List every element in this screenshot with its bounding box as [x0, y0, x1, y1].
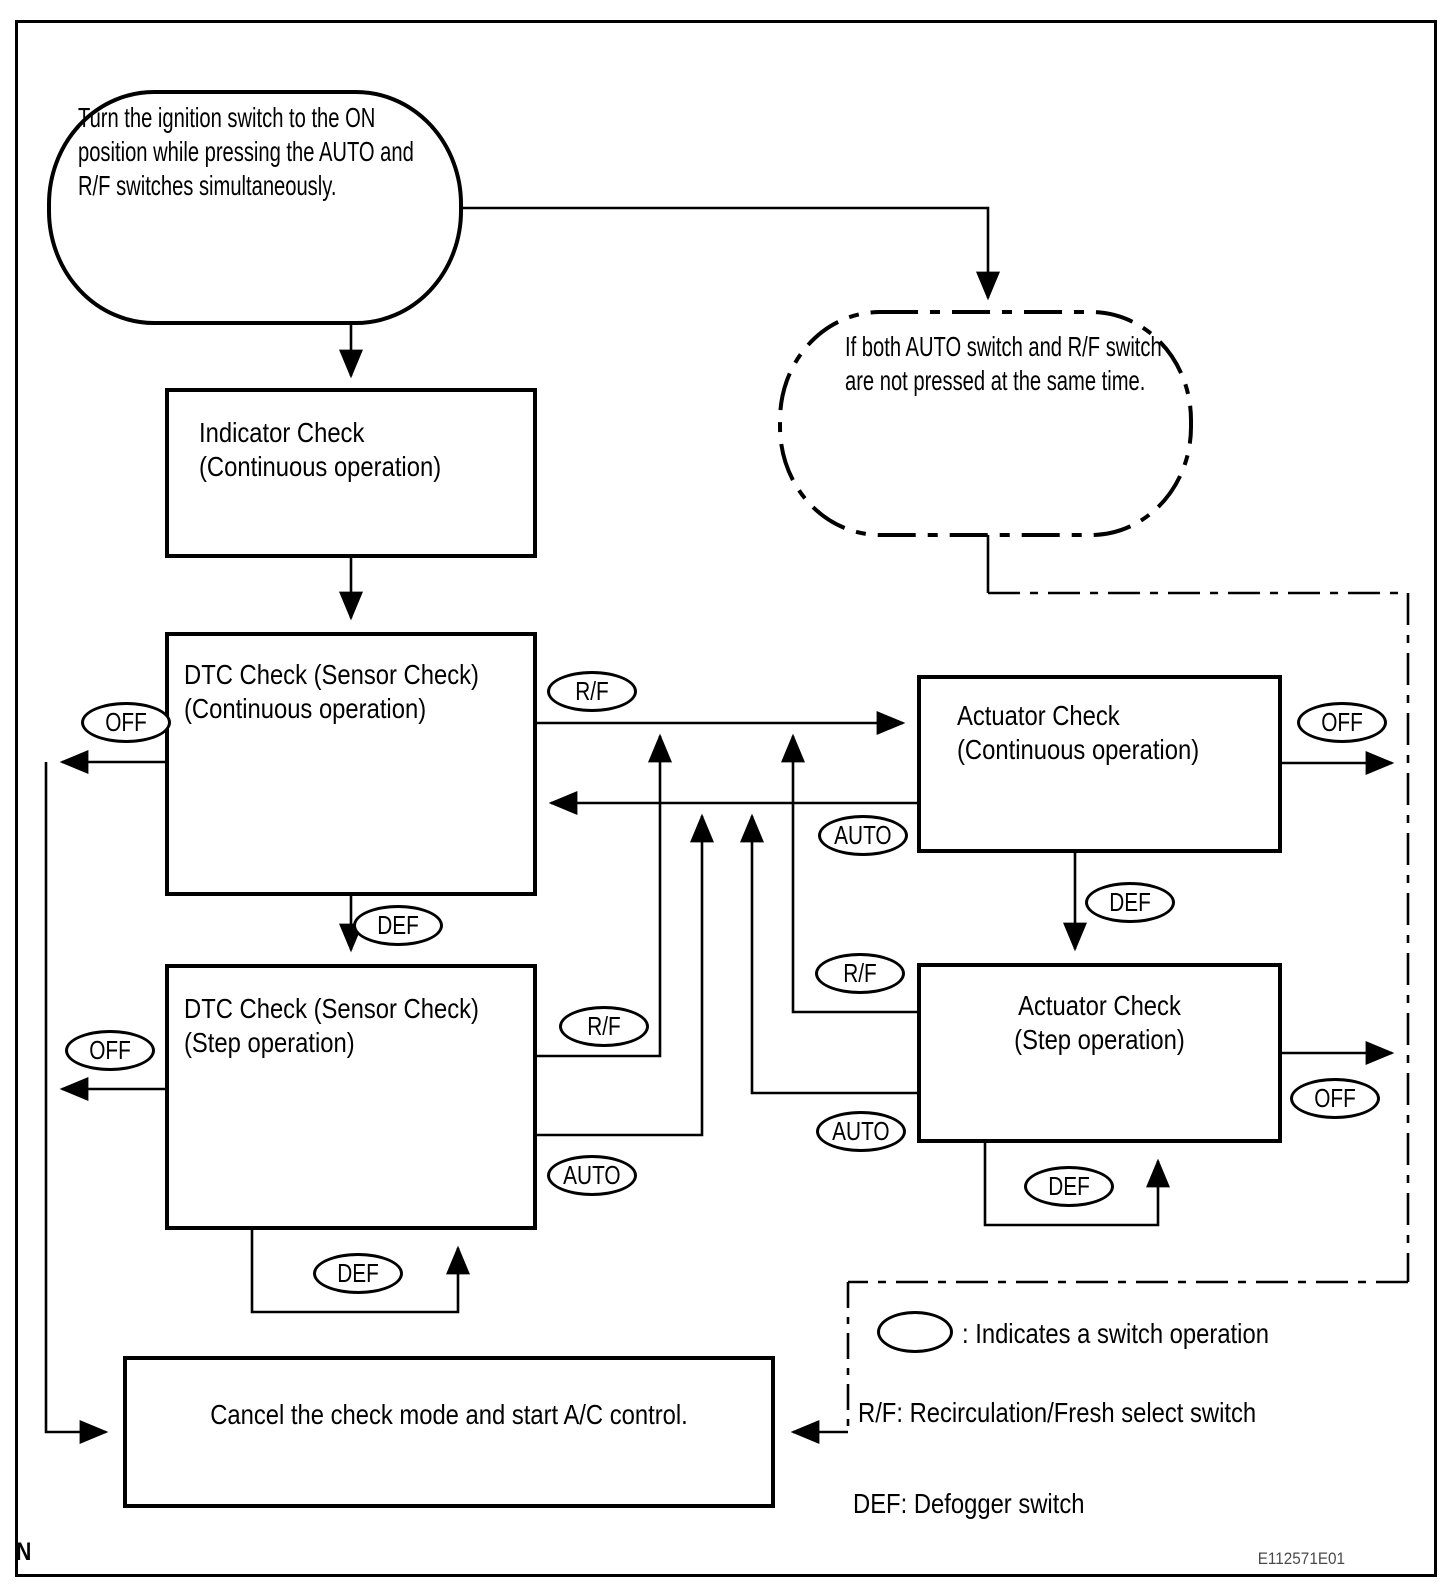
off-switch-label: OFF	[1314, 1083, 1356, 1113]
rf-switch-label: R/F	[575, 676, 609, 706]
dtc-check-step-label: DTC Check (Sensor Check) (Step operation…	[184, 993, 479, 1058]
auto-switch-oval-actuator-step: AUTO	[816, 1111, 906, 1152]
start-terminator-outline	[47, 90, 463, 325]
branch-terminator: If both AUTO switch and R/F switch are n…	[845, 331, 1162, 396]
actuator-check-continuous-label: Actuator Check (Continuous operation)	[957, 700, 1200, 765]
def-switch-label: DEF	[377, 910, 419, 940]
indicator-check-box: Indicator Check (Continuous operation)	[165, 388, 537, 558]
auto-switch-oval-dtc-step: AUTO	[547, 1155, 637, 1196]
page-border	[15, 20, 1437, 1577]
cancel-check-mode-box: Cancel the check mode and start A/C cont…	[123, 1356, 775, 1508]
indicator-check-label: Indicator Check (Continuous operation)	[199, 417, 442, 482]
auto-switch-label: AUTO	[834, 820, 892, 850]
off-switch-oval-dtc-continuous: OFF	[81, 702, 171, 743]
rf-switch-oval-actuator-step: R/F	[815, 953, 905, 994]
off-switch-oval-actuator-continuous: OFF	[1297, 702, 1387, 743]
rf-switch-oval-dtc-step: R/F	[559, 1006, 649, 1047]
auto-switch-label: AUTO	[832, 1116, 890, 1146]
def-switch-label: DEF	[1048, 1171, 1090, 1201]
def-switch-oval-actuator-transition: DEF	[1085, 882, 1175, 923]
def-switch-oval-actuator-step-loop: DEF	[1024, 1166, 1114, 1207]
dtc-check-continuous-box: DTC Check (Sensor Check) (Continuous ope…	[165, 632, 537, 896]
rf-switch-oval-dtc-continuous: R/F	[547, 671, 637, 712]
auto-switch-label: AUTO	[563, 1160, 621, 1190]
branch-terminator-outline	[778, 310, 1193, 537]
legend-rf-note: R/F: Recirculation/Fresh select switch	[858, 1397, 1257, 1428]
dtc-check-continuous-label: DTC Check (Sensor Check) (Continuous ope…	[184, 659, 479, 724]
actuator-check-step-label: Actuator Check (Step operation)	[1014, 990, 1185, 1055]
off-switch-oval-actuator-step: OFF	[1290, 1078, 1380, 1119]
off-switch-oval-dtc-step: OFF	[65, 1030, 155, 1071]
start-terminator: Turn the ignition switch to the ON posit…	[78, 102, 414, 201]
page-marker: N	[16, 1538, 32, 1566]
legend-oval	[877, 1311, 953, 1353]
auto-switch-oval-actuator-continuous: AUTO	[818, 815, 908, 856]
actuator-check-continuous-box: Actuator Check (Continuous operation)	[917, 675, 1282, 853]
figure-code: E112571E01	[1257, 1549, 1346, 1568]
legend-def-note: DEF: Defogger switch	[853, 1488, 1085, 1519]
def-switch-oval-dtc-transition: DEF	[353, 905, 443, 946]
legend-oval-note: : Indicates a switch operation	[962, 1318, 1269, 1349]
def-switch-label: DEF	[1109, 887, 1151, 917]
def-switch-label: DEF	[337, 1258, 379, 1288]
rf-switch-label: R/F	[587, 1011, 621, 1041]
cancel-check-mode-label: Cancel the check mode and start A/C cont…	[210, 1399, 688, 1430]
off-switch-label: OFF	[89, 1035, 131, 1065]
off-switch-label: OFF	[105, 707, 147, 737]
off-switch-label: OFF	[1321, 707, 1363, 737]
dtc-check-step-box: DTC Check (Sensor Check) (Step operation…	[165, 964, 537, 1230]
def-switch-oval-dtc-step-loop: DEF	[313, 1253, 403, 1294]
rf-switch-label: R/F	[843, 958, 877, 988]
actuator-check-step-box: Actuator Check (Step operation)	[917, 963, 1282, 1143]
